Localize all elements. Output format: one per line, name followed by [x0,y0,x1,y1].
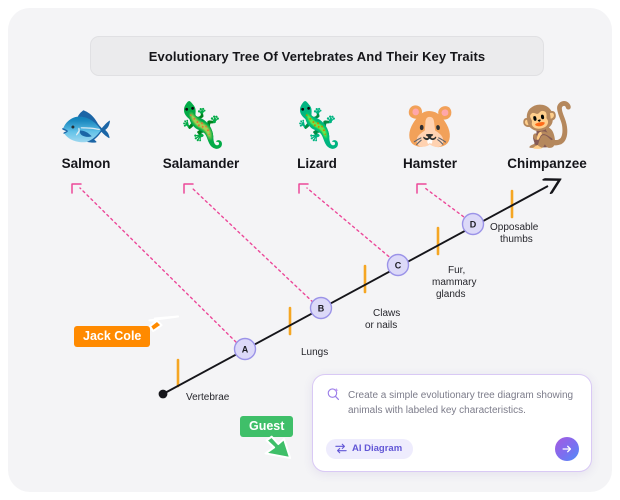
cursor-pointer-jack [148,315,180,333]
trait-label-lungs: Lungs [301,347,328,358]
connector-salamander [191,187,318,307]
node-B[interactable]: B [309,296,333,320]
animal-label: Lizard [297,156,337,171]
ai-diagram-chip[interactable]: AI Diagram [326,439,414,459]
animal-chimpanzee: 🐒 Chimpanzee [487,101,607,172]
sparkle-search-icon [327,387,340,401]
node-A[interactable]: A [233,337,257,361]
trait-label-vertebrae: Vertebrae [186,392,230,403]
ai-diagram-chip-label: AI Diagram [352,443,403,454]
diagram-canvas: Evolutionary Tree Of Vertebrates And The… [8,8,612,492]
animal-lizard: 🦎 Lizard [257,101,377,172]
animal-label: Salamander [162,156,240,171]
trait-label-fur-3: glands [436,289,465,300]
swap-arrows-icon [335,443,347,454]
animal-salmon: 🐟 Salmon [26,101,146,172]
node-C[interactable]: C [386,253,410,277]
lizard-icon: 🦎 [289,101,345,150]
trait-label-thumbs-2: thumbs [500,234,533,245]
animal-label: Salmon [61,156,111,171]
trait-ticks [176,189,514,388]
ai-prompt-card[interactable]: Create a simple evolutionary tree diagra… [312,374,592,472]
prompt-text: Create a simple evolutionary tree diagra… [348,390,574,416]
connector-hamster [424,187,469,221]
animal-salamander: 🦎 Salamander [141,101,261,172]
cursor-pointer-guest [264,435,292,460]
node-D[interactable]: D [461,212,485,236]
chimpanzee-icon: 🐒 [519,101,575,150]
cursor-label: Jack Cole [74,326,151,347]
animal-label: Chimpanzee [507,156,587,171]
cursor-guest: Guest [240,416,294,460]
node-label: A [242,345,249,355]
node-label: C [395,261,402,271]
connector-lizard [306,187,394,261]
connector-lines [79,187,469,347]
trait-label-claws-2: or nails [365,320,397,331]
trait-label-claws: Claws [373,308,400,319]
connector-salmon [79,187,241,347]
cursor-jack-cole: Jack Cole [74,308,182,355]
page-title-text: Evolutionary Tree Of Vertebrates And The… [148,48,486,64]
main-axis-line [162,186,548,395]
evolutionary-tree-svg: A B C D Vertebrae Lungs Claws or nails F… [71,8,612,403]
page-title: Evolutionary Tree Of Vertebrates And The… [90,36,544,76]
animal-label: Hamster [402,156,458,171]
trait-label-fur: Fur, [448,265,465,276]
salamander-icon: 🦎 [173,101,229,150]
connector-arrowheads [71,183,427,194]
salmon-fish-icon: 🐟 [58,101,114,150]
trait-label-thumbs: Opposable [490,222,539,233]
hamster-icon: 🐹 [402,101,458,150]
root-node-dot [158,389,168,399]
node-label: B [318,304,325,314]
animal-hamster: 🐹 Hamster [370,101,490,172]
node-label: D [470,220,477,230]
send-button[interactable] [555,437,579,461]
trait-label-fur-2: mammary [432,277,476,288]
arrow-right-icon [562,445,572,453]
cursor-label: Guest [240,416,294,437]
